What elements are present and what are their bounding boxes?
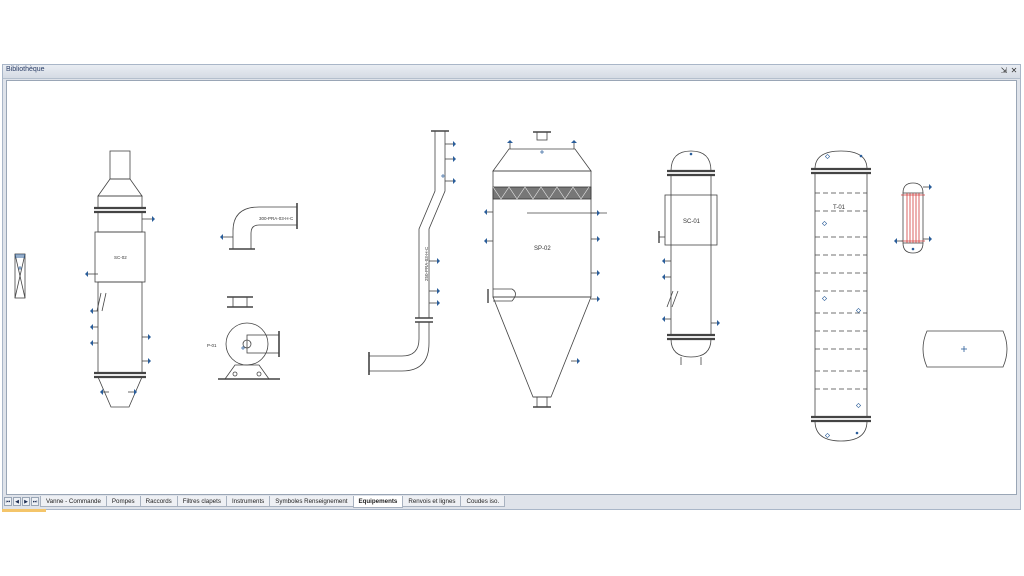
status-accent	[2, 509, 46, 512]
sheet-tabs: Vanne - Commande Pompes Raccords Filtres…	[40, 496, 506, 508]
library-panel: Bibliothèque ⇲ ✕	[2, 64, 1021, 510]
tab-instruments[interactable]: Instruments	[225, 496, 271, 507]
close-icon[interactable]: ✕	[1010, 66, 1018, 75]
symbol-pipe-vertical[interactable]	[368, 130, 456, 375]
symbol-small-filter[interactable]	[14, 253, 26, 299]
connection-markers	[18, 150, 544, 350]
panel-titlebar: Bibliothèque ⇲ ✕	[3, 65, 1020, 79]
tab-coudes-iso[interactable]: Coudes iso.	[460, 496, 506, 507]
tab-equipements[interactable]: Equipements	[352, 496, 404, 508]
symbol-pump-p01[interactable]	[218, 296, 280, 380]
panel-title: Bibliothèque	[6, 66, 45, 73]
label-sp02: SP-02	[534, 246, 551, 252]
equipment-drawing: SC-02 300-PRA-03-H-C P-01 250-PRA-03-H-C…	[14, 130, 1008, 442]
symbol-vessel-sc01[interactable]	[658, 150, 720, 365]
label-t01: T-01	[833, 205, 846, 211]
symbol-vessel-sc02[interactable]	[85, 150, 155, 408]
prev-sheet-icon[interactable]: ◀	[13, 497, 21, 506]
label-pipe-v: 250-PRA-03-H-C	[424, 246, 429, 281]
tab-pompes[interactable]: Pompes	[105, 496, 141, 507]
tab-symboles-renseignement[interactable]: Symboles Renseignement	[269, 496, 354, 507]
symbol-separator-sp02[interactable]	[484, 131, 607, 408]
symbol-canvas[interactable]: SC-02 300-PRA-03-H-C P-01 250-PRA-03-H-C…	[6, 80, 1017, 495]
first-sheet-icon[interactable]: ⏮	[4, 497, 12, 506]
tab-raccords[interactable]: Raccords	[139, 496, 178, 507]
label-sc01: SC-01	[683, 219, 701, 225]
next-sheet-icon[interactable]: ▶	[22, 497, 30, 506]
tab-renvois-et-lignes[interactable]: Renvois et lignes	[402, 496, 462, 507]
tab-filtres-clapets[interactable]: Filtres clapets	[176, 496, 227, 507]
symbol-horizontal-drum[interactable]	[922, 330, 1008, 368]
label-pump: P-01	[207, 343, 217, 348]
symbol-column-t01[interactable]	[811, 150, 871, 442]
label-sc02: SC-02	[114, 255, 127, 260]
last-sheet-icon[interactable]: ⏭	[31, 497, 39, 506]
tab-vanne-commande[interactable]: Vanne - Commande	[40, 496, 107, 507]
symbol-pipe-elbow[interactable]	[220, 203, 298, 250]
symbol-heat-exchanger[interactable]	[894, 182, 932, 254]
pin-icon[interactable]: ⇲	[1000, 66, 1008, 75]
sheet-tab-bar: ⏮ ◀ ▶ ⏭ Vanne - Commande Pompes Raccords…	[3, 496, 1020, 508]
label-pipe-h: 300-PRA-03-H-C	[259, 216, 294, 221]
